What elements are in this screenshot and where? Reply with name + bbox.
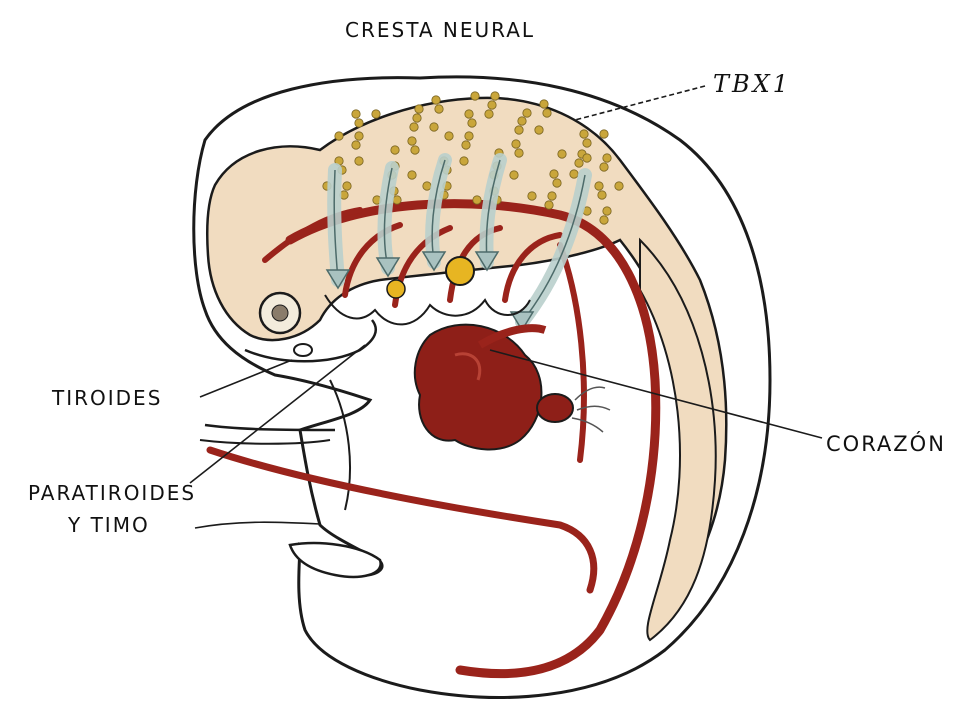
crest-dot: [465, 110, 473, 118]
crest-dot: [550, 170, 558, 178]
label-y-timo: Y TIMO: [68, 513, 150, 537]
crest-dot: [393, 196, 401, 204]
crest-dot: [423, 182, 431, 190]
crest-dot: [515, 126, 523, 134]
crest-dot: [355, 119, 363, 127]
crest-dot: [583, 154, 591, 162]
crest-dot: [603, 154, 611, 162]
crest-dot: [430, 123, 438, 131]
heart-atrium: [537, 394, 573, 422]
crest-dot: [411, 146, 419, 154]
crest-dot: [352, 110, 360, 118]
crest-dot: [415, 105, 423, 113]
label-tbx1: TBX1: [713, 70, 791, 98]
crest-dot: [510, 171, 518, 179]
crest-dot: [543, 109, 551, 117]
crest-dot: [583, 139, 591, 147]
parathyroid-spot: [446, 257, 474, 285]
crest-dot: [462, 141, 470, 149]
crest-dot: [518, 117, 526, 125]
crest-dot: [473, 196, 481, 204]
label-corazon: CORAZÓN: [826, 432, 946, 456]
crest-dot: [512, 140, 520, 148]
crest-dot: [352, 141, 360, 149]
crest-dot: [471, 92, 479, 100]
crest-dot: [465, 132, 473, 140]
crest-dot: [460, 157, 468, 165]
label-cresta-neural: CRESTA NEURAL: [345, 18, 535, 42]
crest-dot: [540, 100, 548, 108]
crest-dot: [485, 110, 493, 118]
crest-dot: [408, 137, 416, 145]
crest-dot: [580, 130, 588, 138]
crest-dot: [615, 182, 623, 190]
crest-dot: [488, 101, 496, 109]
thyroid-spot: [387, 280, 405, 298]
crest-dot: [600, 216, 608, 224]
tiroides-leader: [200, 360, 292, 397]
crest-dot: [535, 126, 543, 134]
crest-dot: [528, 192, 536, 200]
crest-dot: [545, 201, 553, 209]
label-paratiroides: PARATIROIDES: [28, 481, 196, 505]
paratiroides-leader-2: [195, 522, 320, 528]
crest-dot: [600, 163, 608, 171]
mouth-opening: [294, 344, 312, 356]
crest-dot: [603, 207, 611, 215]
crest-dot: [445, 132, 453, 140]
eye-pupil: [272, 305, 288, 321]
label-tiroides: TIROIDES: [52, 386, 162, 410]
crest-dot: [343, 182, 351, 190]
crest-dot: [598, 191, 606, 199]
crest-dot: [515, 149, 523, 157]
crest-dot: [595, 182, 603, 190]
crest-dot: [408, 171, 416, 179]
crest-dot: [570, 170, 578, 178]
crest-dot: [575, 159, 583, 167]
crest-dot: [491, 92, 499, 100]
crest-dot: [391, 146, 399, 154]
crest-dot: [558, 150, 566, 158]
crest-dot: [435, 105, 443, 113]
crest-dot: [600, 130, 608, 138]
crest-dot: [523, 109, 531, 117]
crest-dot: [372, 110, 380, 118]
crest-dot: [413, 114, 421, 122]
crest-dot: [553, 179, 561, 187]
crest-dot: [468, 119, 476, 127]
crest-dot: [335, 132, 343, 140]
crest-dot: [548, 192, 556, 200]
crest-dot: [410, 123, 418, 131]
crest-dot: [432, 96, 440, 104]
crest-dot: [355, 157, 363, 165]
crest-dot: [355, 132, 363, 140]
